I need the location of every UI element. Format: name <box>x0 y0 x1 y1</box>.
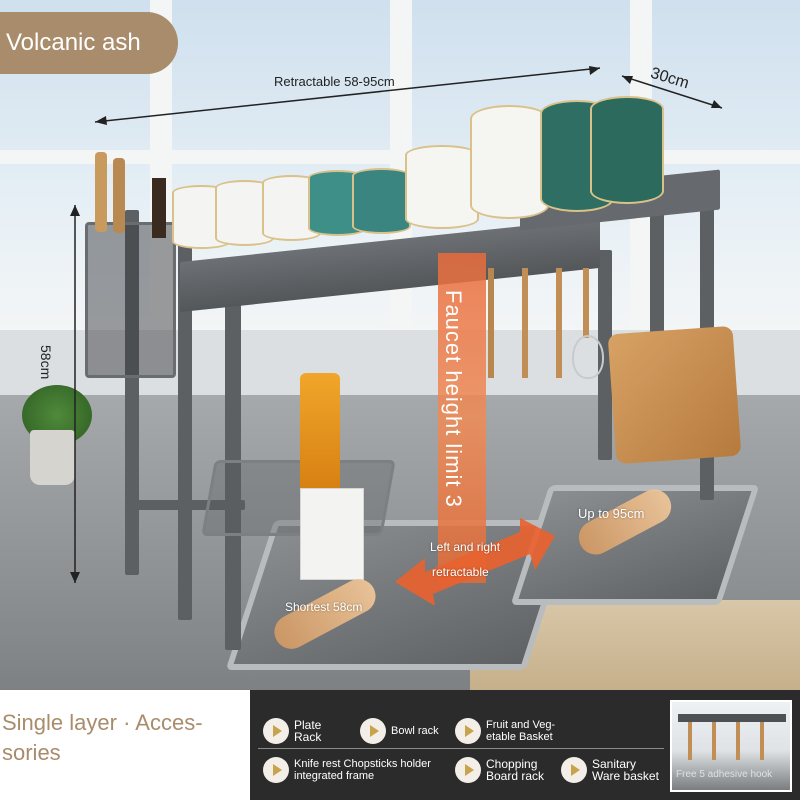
play-triangle-icon <box>263 757 289 783</box>
hook-utensil <box>760 722 764 760</box>
faucet-limit-label: Faucet height limit 3 <box>441 290 466 508</box>
hook-utensil <box>712 722 716 760</box>
feature-label: Rack <box>294 730 322 744</box>
height-dimension-label: 58cm <box>38 345 54 380</box>
feature-label: Ware basket <box>592 769 659 783</box>
width-dimension-label: Retractable 58-95cm <box>274 74 395 89</box>
play-triangle-icon <box>360 718 386 744</box>
knife-holder <box>85 222 176 378</box>
ladle <box>488 268 494 378</box>
rack-leg <box>225 270 241 650</box>
feature-label: Knife rest Chopsticks holder <box>294 758 431 770</box>
whisk <box>583 268 589 338</box>
hook-rail <box>678 714 786 722</box>
chopsticks <box>152 178 166 238</box>
feature-label: Bowl rack <box>391 725 439 737</box>
feature-item: Bowl rack <box>360 718 439 744</box>
configuration-line: Single layer · Acces- <box>2 710 203 735</box>
play-triangle-icon <box>455 757 481 783</box>
configuration-title: Single layer · Acces- sories <box>2 708 242 768</box>
play-triangle-icon <box>561 757 587 783</box>
feature-label: integrated frame <box>294 770 375 782</box>
bowl <box>352 168 411 234</box>
rack-leg <box>178 230 192 620</box>
left-right-callout: Left and right <box>430 540 501 554</box>
rack-base-bar <box>125 500 245 510</box>
feature-item: Sanitary Ware basket <box>561 757 659 783</box>
feature-item: Knife rest Chopsticks holder integrated … <box>263 757 431 783</box>
play-triangle-icon <box>263 718 289 744</box>
plate <box>590 96 664 204</box>
feature-label: Chopping <box>486 757 538 771</box>
dish-towel <box>300 488 364 580</box>
shortest-callout: Shortest 58cm <box>285 600 363 614</box>
play-triangle-icon <box>455 718 481 744</box>
plate <box>405 145 479 229</box>
whisk-head <box>572 335 604 379</box>
configuration-line: sories <box>2 740 61 765</box>
turner <box>556 268 562 378</box>
color-variant-tag: Volcanic ash <box>0 12 178 74</box>
hook-thumbnail: Free 5 adhesive hook <box>670 700 792 792</box>
dimension-arrows <box>70 66 723 583</box>
product-photo: Retractable 58-95cm 30cm 58cm Faucet hei… <box>0 0 800 690</box>
features-divider <box>258 748 664 749</box>
feature-item: Fruit and Veg- etable Basket <box>455 718 555 744</box>
configuration-box: Single layer · Acces- sories <box>0 690 250 800</box>
feature-label: Sanitary <box>592 757 637 771</box>
hook-utensil <box>736 722 740 760</box>
feature-item: Chopping Board rack <box>455 757 544 783</box>
spatula <box>522 268 528 378</box>
color-variant-label: Volcanic ash <box>6 29 141 56</box>
hook-utensil <box>688 722 692 760</box>
feature-item: Plate Rack <box>263 718 321 744</box>
up-to-callout: Up to 95cm <box>578 506 645 521</box>
faucet-limit-bar <box>438 253 486 583</box>
retractable-arrow-icon <box>395 518 555 605</box>
plant-pot <box>30 430 75 485</box>
knife-handle <box>113 158 125 233</box>
retractable-callout: retractable <box>432 565 489 579</box>
feature-label: etable Basket <box>486 731 553 743</box>
thumbnail-caption: Free 5 adhesive hook <box>676 769 773 780</box>
knife-handle <box>95 152 107 232</box>
feature-label: Board rack <box>486 769 545 783</box>
soap-bottle <box>300 373 340 493</box>
feature-label: Fruit and Veg- <box>486 719 556 731</box>
feature-label: Plate <box>294 718 322 732</box>
plate <box>470 105 549 219</box>
rack-leg <box>598 250 612 460</box>
